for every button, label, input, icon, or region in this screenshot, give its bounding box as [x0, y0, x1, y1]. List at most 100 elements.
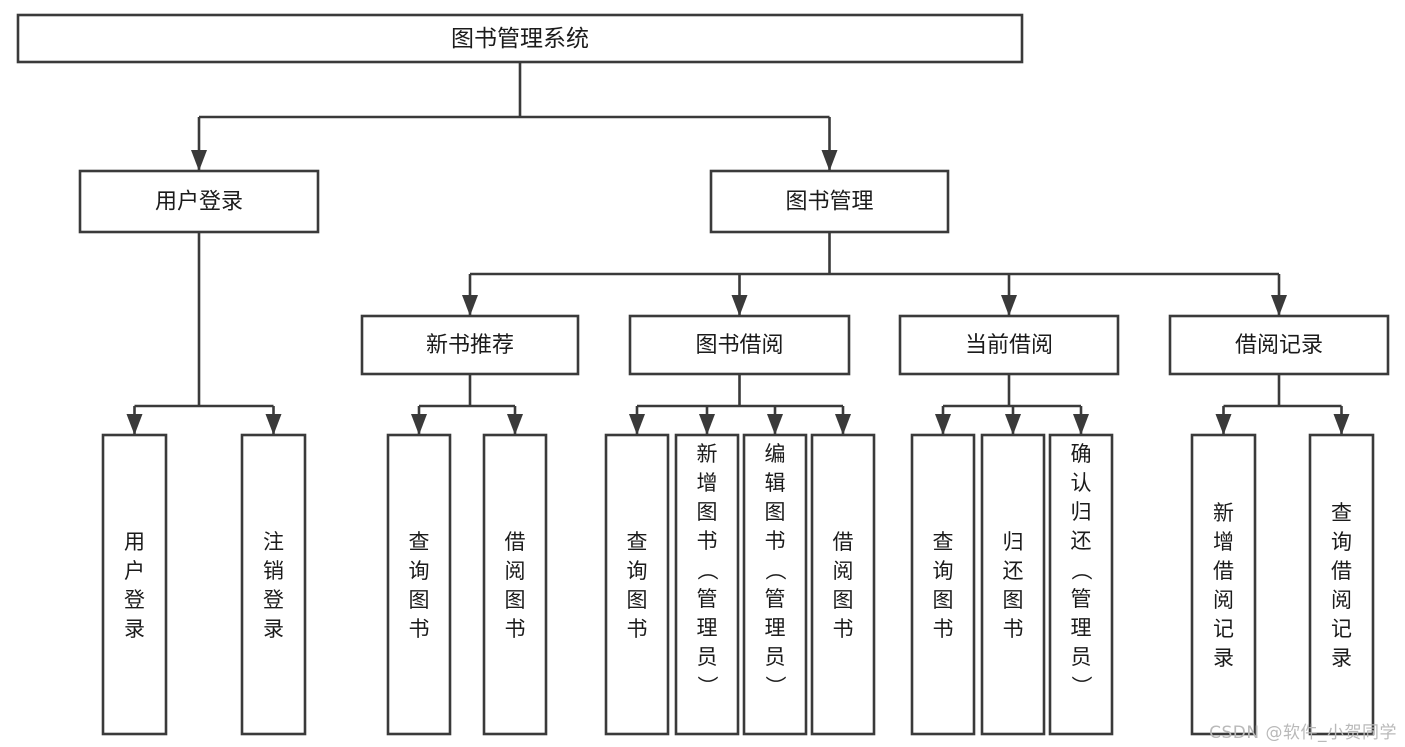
csdn-watermark: CSDN @软件_小贺同学: [1209, 723, 1397, 743]
svg-text:）: ）: [1069, 676, 1093, 697]
svg-text:阅: 阅: [1213, 588, 1234, 612]
svg-text:管: 管: [765, 587, 786, 611]
node-user-login[interactable]: 用户登录: [78, 169, 320, 234]
svg-text:员: 员: [765, 645, 786, 669]
svg-text:书: 书: [697, 529, 718, 553]
arrow-head-icon: [731, 295, 748, 316]
arrow-head-icon: [835, 414, 851, 435]
node-book-borrow-label: 图书借阅: [695, 333, 783, 358]
svg-text:新: 新: [1213, 501, 1234, 525]
svg-text:增: 增: [1213, 530, 1234, 554]
arrow-head-icon: [126, 414, 143, 435]
svg-text:查: 查: [933, 530, 954, 554]
svg-text:辑: 辑: [765, 471, 786, 495]
node-leaf-return-book-box: [980, 433, 1046, 736]
svg-text:还: 还: [1071, 529, 1092, 553]
svg-text:图: 图: [933, 588, 954, 612]
node-leaf-edit-book-box: [742, 433, 808, 736]
svg-text:录: 录: [1331, 646, 1352, 670]
svg-text:）: ）: [763, 676, 787, 697]
svg-text:理: 理: [765, 616, 786, 640]
connector-layer: [126, 62, 1350, 435]
svg-text:借: 借: [833, 530, 854, 554]
node-leaf-add-book-box: [674, 433, 740, 736]
node-leaf-add-record-box: [1190, 433, 1257, 736]
svg-text:图: 图: [627, 588, 648, 612]
node-borrow-record[interactable]: 借阅记录: [1168, 314, 1390, 376]
node-leaf-user-login-label: 用户登录: [124, 530, 145, 641]
root-node-book-management-system-box: [16, 13, 1024, 64]
arrow-head-icon: [1073, 414, 1089, 435]
svg-text:查: 查: [1331, 501, 1352, 525]
svg-text:图: 图: [409, 588, 430, 612]
svg-text:管: 管: [1071, 587, 1092, 611]
svg-text:增: 增: [697, 471, 718, 495]
arrow-head-icon: [507, 414, 523, 435]
node-book-borrow-box: [628, 314, 851, 376]
svg-text:借: 借: [1213, 559, 1234, 583]
svg-text:登: 登: [124, 588, 145, 612]
svg-text:管: 管: [697, 587, 718, 611]
node-leaf-user-login-box: [101, 433, 168, 736]
node-leaf-user-login[interactable]: 用户登录: [101, 433, 168, 736]
svg-text:（: （: [1069, 560, 1093, 581]
svg-text:编: 编: [765, 442, 786, 466]
node-book-borrow[interactable]: 图书借阅: [628, 314, 851, 376]
svg-text:借: 借: [505, 530, 526, 554]
node-current-borrow-box: [898, 314, 1120, 376]
svg-text:询: 询: [409, 559, 430, 583]
svg-text:录: 录: [124, 617, 145, 641]
svg-text:查: 查: [409, 530, 430, 554]
svg-text:（: （: [763, 560, 787, 581]
svg-text:阅: 阅: [1331, 588, 1352, 612]
svg-text:归: 归: [1003, 530, 1024, 554]
node-user-login-label: 用户登录: [155, 190, 243, 215]
svg-text:（: （: [695, 560, 719, 581]
svg-text:书: 书: [409, 617, 430, 641]
node-current-borrow[interactable]: 当前借阅: [898, 314, 1120, 376]
node-new-book-recommend[interactable]: 新书推荐: [360, 314, 580, 376]
arrow-head-icon: [1333, 414, 1350, 435]
node-leaf-query-book-1-box: [386, 433, 452, 736]
svg-text:记: 记: [1213, 617, 1234, 641]
svg-text:确: 确: [1071, 442, 1092, 466]
svg-text:销: 销: [263, 559, 284, 583]
node-new-book-recommend-box: [360, 314, 580, 376]
svg-text:书: 书: [627, 617, 648, 641]
node-book-manage[interactable]: 图书管理: [709, 169, 950, 234]
svg-text:理: 理: [1071, 616, 1092, 640]
root-node-book-management-system[interactable]: 图书管理系统: [16, 13, 1024, 64]
root-node-book-management-system-label: 图书管理系统: [451, 26, 589, 52]
svg-text:归: 归: [1071, 500, 1092, 524]
svg-text:注: 注: [263, 530, 284, 554]
node-user-login-box: [78, 169, 320, 234]
svg-text:理: 理: [697, 616, 718, 640]
svg-text:户: 户: [124, 559, 145, 583]
svg-text:还: 还: [1003, 559, 1024, 583]
arrow-head-icon: [191, 150, 207, 171]
svg-text:书: 书: [765, 529, 786, 553]
node-leaf-user-logout-box: [240, 433, 307, 736]
node-leaf-query-book-3-box: [910, 433, 976, 736]
